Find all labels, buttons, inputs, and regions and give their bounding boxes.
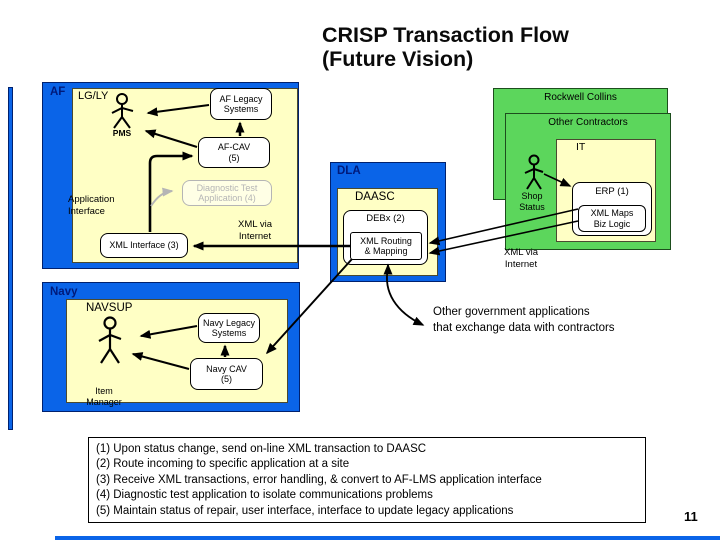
xml-interface-label: XML Interface (3) <box>109 240 179 251</box>
dla-section-label: DLA <box>337 165 361 177</box>
navy-cav-line1: Navy CAV <box>206 363 247 374</box>
af-legacy-systems-box: AF Legacy Systems <box>210 88 272 120</box>
shop-status-line2: Status <box>519 201 545 212</box>
navy-legacy-line1: Navy Legacy <box>202 317 256 328</box>
af-xml-via-line2: Internet <box>238 231 272 242</box>
page-title-line-1: CRISP Transaction Flow <box>322 23 569 47</box>
page-title-line-2: (Future Vision) <box>322 47 474 71</box>
other-gov-line2: that exchange data with contractors <box>433 322 615 334</box>
diagnostic-line2: Application (4) <box>198 193 256 203</box>
af-legacy-line2: Systems <box>223 104 259 114</box>
daasc-label: DAASC <box>355 191 395 203</box>
shop-status-label: Shop Status <box>512 191 552 212</box>
item-manager-line1: Item <box>95 386 113 396</box>
xml-maps-biz-logic-box: XML Maps Biz Logic <box>578 205 646 232</box>
erp-label: ERP (1) <box>595 186 629 197</box>
navy-cav-box: Navy CAV (5) <box>190 358 263 390</box>
xml-routing-line2: & Mapping <box>364 246 408 256</box>
dla-xml-via-line2: Internet <box>504 259 538 270</box>
navsup-label: NAVSUP <box>86 302 133 314</box>
navy-section-label: Navy <box>50 286 78 298</box>
item-manager-line2: Manager <box>86 396 122 407</box>
debx-label: DEBx (2) <box>366 213 405 224</box>
af-cav-line1: AF-CAV <box>217 142 251 152</box>
shop-status-line1: Shop <box>521 191 543 201</box>
diagnostic-test-box: Diagnostic Test Application (4) <box>182 180 272 206</box>
xml-interface-box: XML Interface (3) <box>100 233 188 258</box>
rockwell-collins-label: Rockwell Collins <box>493 92 668 104</box>
item-manager-label: Item Manager <box>74 386 134 407</box>
xml-maps-line2: Biz Logic <box>593 218 631 229</box>
other-gov-line1: Other government applications <box>433 306 590 318</box>
application-interface-label: Application Interface <box>68 194 114 218</box>
diagnostic-line1: Diagnostic Test <box>196 182 258 193</box>
note-line-3: (3) Receive XML transactions, error hand… <box>96 473 542 486</box>
pms-person-label: PMS <box>112 128 132 138</box>
page-title: CRISP Transaction Flow (Future Vision) <box>322 23 569 71</box>
other-gov-label: Other government applications that excha… <box>433 304 615 336</box>
dla-xml-via-internet-label: XML via Internet <box>490 247 552 271</box>
note-line-5: (5) Maintain status of repair, user inte… <box>96 504 514 517</box>
navy-legacy-systems-box: Navy Legacy Systems <box>198 313 260 343</box>
notes-box: (1) Upon status change, send on-line XML… <box>88 437 646 523</box>
rockwell-collins-text: Rockwell Collins <box>544 92 617 103</box>
navy-cav-line2: (5) <box>221 374 232 384</box>
af-section-label: AF <box>50 86 66 98</box>
page-number: 11 <box>684 509 698 524</box>
af-org-label: LG/LY <box>78 90 109 102</box>
af-xml-via-internet-label: XML via Internet <box>225 219 285 243</box>
note-line-4: (4) Diagnostic test application to isola… <box>96 489 433 502</box>
af-cav-line2: (5) <box>228 152 240 163</box>
xml-maps-line1: XML Maps <box>590 208 634 218</box>
application-interface-line1: Application <box>68 194 115 205</box>
xml-routing-line1: XML Routing <box>360 235 412 246</box>
navy-legacy-line2: Systems <box>211 328 247 338</box>
other-contractors-text: Other Contractors <box>548 117 628 128</box>
xml-routing-mapping-box: XML Routing & Mapping <box>350 232 422 260</box>
af-legacy-line1: AF Legacy <box>219 93 263 104</box>
note-line-1: (1) Upon status change, send on-line XML… <box>96 443 427 455</box>
dla-xml-via-line1: XML via <box>504 247 538 258</box>
af-cav-box: AF-CAV (5) <box>198 137 270 168</box>
application-interface-line2: Interface <box>68 206 105 217</box>
it-label: IT <box>576 141 586 153</box>
accent-bar-bottom <box>55 536 720 540</box>
accent-bar-left <box>8 87 13 430</box>
note-line-2: (2) Route incoming to specific applicati… <box>96 458 350 471</box>
other-contractors-label: Other Contractors <box>505 117 671 129</box>
af-xml-via-line1: XML via <box>238 219 272 230</box>
